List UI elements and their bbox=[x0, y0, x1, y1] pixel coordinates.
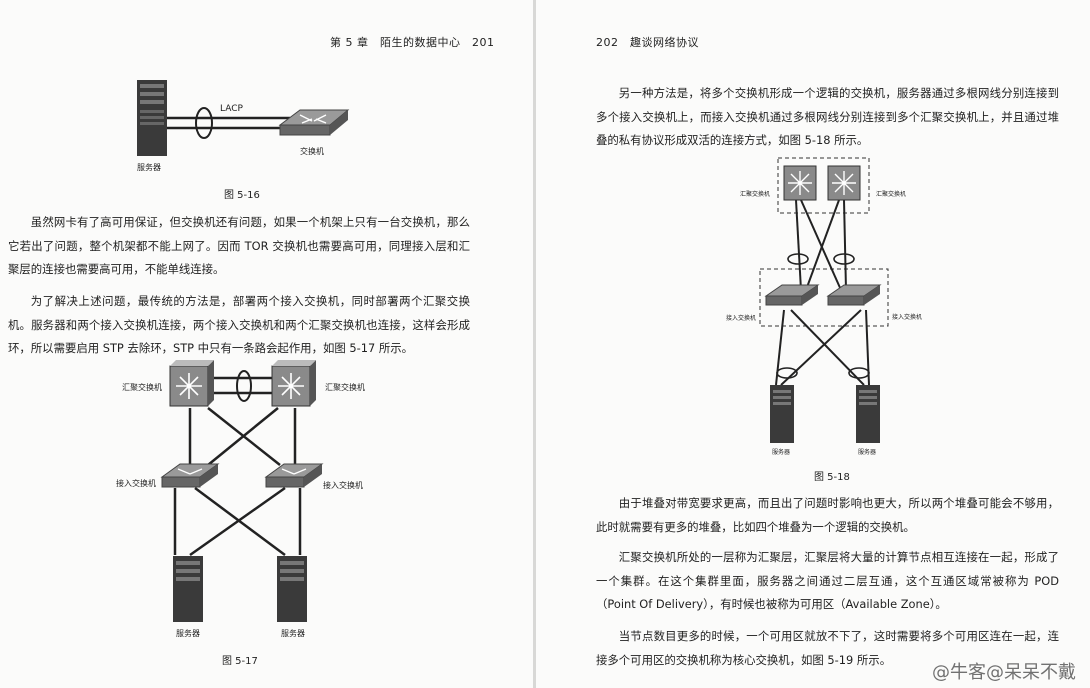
fig18-server-left-icon bbox=[770, 385, 794, 443]
fig18-ellipse-3 bbox=[776, 367, 798, 379]
fig18-acc-switch-left-icon bbox=[764, 284, 820, 306]
left-paragraph-2: 为了解决上述问题，最传统的方法是，部署两个接入交换机，同时部署两个汇聚交换机。服… bbox=[8, 294, 470, 355]
fig17-srv-right-label: 服务器 bbox=[281, 629, 305, 638]
fig18-caption: 图 5-18 bbox=[814, 472, 850, 483]
left-paragraph-1: 虽然网卡有了高可用保证，但交换机还有问题，如果一个机架上只有一台交换机，那么它若… bbox=[8, 215, 470, 276]
fig18-server-right-icon bbox=[856, 385, 880, 443]
fig17-acc-right-label: 接入交换机 bbox=[323, 481, 363, 490]
fig17-acc-left-label: 接入交换机 bbox=[116, 479, 156, 488]
fig18-agg-switch-right-icon bbox=[827, 165, 861, 201]
lacp-bundle-ellipse bbox=[195, 107, 213, 139]
fig18-srv-left-label: 服务器 bbox=[772, 449, 791, 456]
fig18-acc-right-label: 接入交换机 bbox=[892, 314, 923, 321]
fig17-acc-switch-right-icon bbox=[264, 463, 324, 488]
fig18-ellipse-1 bbox=[787, 253, 809, 265]
book-gutter bbox=[533, 0, 536, 688]
right-paragraph-3: 汇聚交换机所处的一层称为汇聚层，汇聚层将大量的计算节点相互连接在一起，形成了一个… bbox=[596, 550, 1059, 611]
fig18-agg-right-label: 汇聚交换机 bbox=[876, 191, 907, 198]
server-icon bbox=[137, 80, 167, 156]
fig17-agg-switch-right-icon bbox=[271, 360, 316, 407]
left-page-header: 第 5 章 陌生的数据中心 201 bbox=[330, 36, 495, 49]
switch-icon bbox=[278, 109, 350, 136]
fig17-agg-right-label: 汇聚交换机 bbox=[325, 383, 365, 392]
fig18-agg-left-label: 汇聚交换机 bbox=[740, 191, 771, 198]
right-paragraph-1: 另一种方法是，将多个交换机形成一个逻辑的交换机，服务器通过多根网线分别连接到多个… bbox=[596, 86, 1059, 147]
fig17-caption: 图 5-17 bbox=[222, 656, 258, 667]
right-paragraph-2: 由于堆叠对带宽要求更高，而且出了问题时影响也更大，所以两个堆叠可能会不够用，此时… bbox=[596, 496, 1059, 534]
watermark: @牛客@呆呆不戴 bbox=[932, 662, 1076, 683]
fig17-server-left-icon bbox=[173, 556, 203, 622]
fig17-agg-left-label: 汇聚交换机 bbox=[122, 383, 162, 392]
fig18-ellipse-4 bbox=[848, 367, 870, 379]
fig17-agg-switch-left-icon bbox=[169, 360, 214, 407]
right-paragraph-4: 当节点数目更多的时候，一个可用区就放不下了，这时需要将多个可用区连在一起，连接多… bbox=[596, 629, 1059, 667]
fig18-ellipse-2 bbox=[833, 253, 855, 265]
right-page: 202 趣谈网络协议 另一种方法是，将多个交换机形成一个逻辑的交换机，服务器通过… bbox=[536, 0, 1090, 688]
fig16-server-label: 服务器 bbox=[137, 163, 161, 172]
fig18-srv-right-label: 服务器 bbox=[858, 449, 877, 456]
fig16-switch-label: 交换机 bbox=[300, 147, 324, 156]
fig17-acc-switch-left-icon bbox=[160, 463, 220, 488]
figure-5-18-diagram bbox=[759, 157, 889, 443]
right-page-header: 202 趣谈网络协议 bbox=[596, 36, 699, 49]
fig16-caption: 图 5-16 bbox=[224, 190, 260, 201]
fig17-link-ellipse bbox=[236, 370, 252, 402]
fig18-acc-switch-right-icon bbox=[826, 284, 882, 306]
fig17-links bbox=[173, 376, 302, 557]
fig18-agg-switch-left-icon bbox=[783, 165, 817, 201]
fig16-lacp-label: LACP bbox=[220, 104, 243, 114]
fig18-acc-left-label: 接入交换机 bbox=[726, 315, 757, 322]
fig17-server-right-icon bbox=[277, 556, 307, 622]
fig18-acc-stack-box bbox=[759, 268, 889, 327]
fig17-srv-left-label: 服务器 bbox=[176, 629, 200, 638]
figure-5-16-diagram bbox=[137, 80, 350, 622]
fig18-agg-stack-box bbox=[777, 157, 870, 214]
left-page: 第 5 章 陌生的数据中心 201 bbox=[0, 0, 533, 688]
